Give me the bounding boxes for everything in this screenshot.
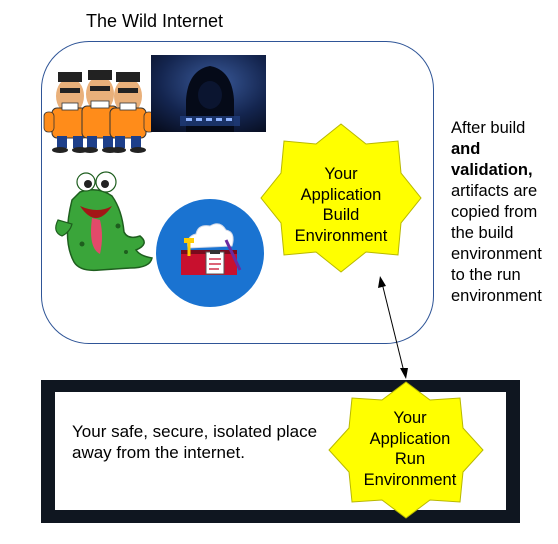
safe-place-text: Your safe, secure, isolated place away f… xyxy=(72,422,318,462)
burglars-clipart xyxy=(43,70,155,153)
note-line: validation, xyxy=(451,161,533,179)
note-line: environment xyxy=(451,245,542,263)
copy-artifacts-arrow xyxy=(378,276,408,379)
build-line: Build xyxy=(322,206,360,224)
note-line: environment xyxy=(451,287,542,305)
run-line: Application xyxy=(369,429,451,448)
note-line: and xyxy=(451,140,481,158)
run-environment-star xyxy=(328,381,484,519)
run-line: Run xyxy=(394,450,426,468)
toolbox-cloud-icon xyxy=(156,199,264,307)
note-line: After build xyxy=(451,119,526,137)
artifact-copy-note: After build and validation, artifacts ar… xyxy=(451,118,556,307)
run-line: Your xyxy=(393,409,427,427)
hooded-hacker-photo xyxy=(151,55,266,132)
green-monster-clipart xyxy=(55,171,153,272)
note-line: copied from xyxy=(451,203,538,221)
build-environment-star xyxy=(260,123,422,273)
note-line: to the run xyxy=(451,266,521,284)
note-line: artifacts are xyxy=(451,182,538,200)
build-line: Your xyxy=(324,165,358,183)
note-line: the build xyxy=(451,224,514,242)
build-environment-label: Your Application Build Environment xyxy=(276,164,406,246)
build-line: Application xyxy=(300,185,382,204)
run-line: Environment xyxy=(363,470,457,489)
run-environment-label: Your Application Run Environment xyxy=(341,408,479,490)
wild-internet-title: The Wild Internet xyxy=(86,11,224,31)
build-line: Environment xyxy=(294,226,388,245)
